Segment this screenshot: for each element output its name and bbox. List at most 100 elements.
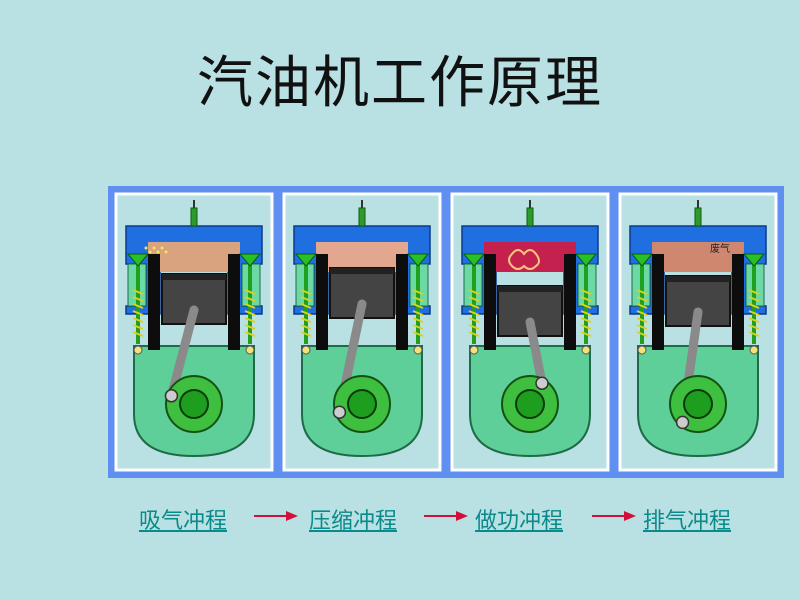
crankshaft — [179, 389, 209, 419]
valve-spring-coil — [244, 324, 256, 330]
stroke-panel: 废气 — [618, 192, 778, 472]
valve-lifter — [301, 345, 311, 355]
valve-spring-coil — [300, 331, 312, 337]
connecting-rod — [166, 305, 199, 401]
valve-lifter — [245, 345, 255, 355]
valve-head — [462, 253, 486, 267]
valve-spring-coil — [580, 331, 592, 337]
spark-plug — [526, 207, 534, 227]
valve-spring-coil — [412, 296, 424, 302]
spark-plug — [694, 207, 702, 227]
valve-spring-coil — [748, 324, 760, 330]
explosion-icon — [508, 249, 540, 270]
valve-spring-coil — [636, 296, 648, 302]
exhaust-gas-label: 废气 — [710, 242, 730, 255]
fuel-droplet — [160, 246, 164, 250]
valve-spring-coil — [468, 310, 480, 316]
valve-spring-coil — [300, 324, 312, 330]
link-compression-stroke[interactable]: 压缩冲程 — [309, 509, 398, 534]
valve-spring-coil — [468, 324, 480, 330]
valve-head — [406, 253, 430, 267]
fuel-droplet — [148, 250, 152, 254]
valve-spring-coil — [412, 317, 424, 323]
valve-lifter — [469, 345, 479, 355]
combustion-chamber — [148, 242, 240, 272]
valve-spring-coil — [244, 303, 256, 309]
valve-spring-coil — [244, 317, 256, 323]
valve-spring-coil — [636, 310, 648, 316]
cylinder-wall-left — [484, 254, 496, 350]
valve-spring-coil — [580, 296, 592, 302]
arrow-right-icon — [254, 511, 298, 521]
valve-spring-coil — [300, 317, 312, 323]
valve-spring-coil — [412, 289, 424, 295]
fuel-droplet — [152, 246, 156, 250]
valve-spring-coil — [580, 317, 592, 323]
valve-spring-coil — [468, 331, 480, 337]
arrow-right-icon — [592, 511, 636, 521]
valve-spring-coil — [580, 324, 592, 330]
valve-spring-coil — [636, 324, 648, 330]
crank-pin — [535, 376, 549, 390]
valve-spring-coil — [132, 289, 144, 295]
stroke-panel — [450, 192, 610, 472]
link-intake-stroke[interactable]: 吸气冲程 — [139, 509, 228, 534]
valve-spring-coil — [244, 289, 256, 295]
valve-spring-coil — [132, 310, 144, 316]
spark-plug — [190, 207, 198, 227]
fuel-droplet — [164, 250, 168, 254]
valve-head — [126, 253, 150, 267]
combustion-chamber — [484, 242, 576, 272]
valve-spring-coil — [412, 324, 424, 330]
cylinder-wall-right — [564, 254, 576, 350]
valve-lifter — [581, 345, 591, 355]
cylinder-wall-left — [652, 254, 664, 350]
valve-spring-coil — [244, 331, 256, 337]
valve-lifter — [637, 345, 647, 355]
valve-spring-coil — [636, 317, 648, 323]
valve-spring-coil — [132, 317, 144, 323]
valve-spring-coil — [132, 331, 144, 337]
fuel-droplet — [156, 250, 160, 254]
valve-spring-coil — [300, 303, 312, 309]
spark-plug — [358, 207, 366, 227]
valve-head — [742, 253, 766, 267]
valve-spring-coil — [132, 303, 144, 309]
crankshaft — [683, 389, 713, 419]
valve-lifter — [133, 345, 143, 355]
valve-spring-coil — [412, 331, 424, 337]
valve-spring-coil — [300, 296, 312, 302]
piston-ring — [666, 276, 730, 282]
connecting-rod — [525, 317, 547, 388]
link-power-stroke[interactable]: 做功冲程 — [475, 509, 564, 534]
crank-pin — [332, 405, 347, 419]
valve-spring-coil — [580, 289, 592, 295]
cylinder-wall-right — [396, 254, 408, 350]
cylinder-wall-right — [228, 254, 240, 350]
valve-lifter — [413, 345, 423, 355]
valve-spring-coil — [636, 303, 648, 309]
stroke-panel — [114, 192, 274, 472]
engine-stroke-panels: 废气 — [114, 192, 778, 472]
valve-spring-coil — [748, 317, 760, 323]
engine-diagram: 废气 — [108, 186, 784, 478]
valve-spring-coil — [132, 324, 144, 330]
crank-pin — [675, 415, 690, 430]
valve-spring-coil — [468, 303, 480, 309]
valve-spring-coil — [468, 289, 480, 295]
valve-spring-coil — [748, 331, 760, 337]
valve-spring-coil — [300, 310, 312, 316]
valve-spring-coil — [468, 317, 480, 323]
fuel-droplet — [144, 246, 148, 250]
valve-spring-coil — [748, 289, 760, 295]
cylinder-wall-right — [732, 254, 744, 350]
valve-spring-coil — [244, 310, 256, 316]
crank-pin — [164, 389, 179, 403]
valve-spring-coil — [748, 310, 760, 316]
valve-spring-coil — [748, 296, 760, 302]
link-exhaust-stroke[interactable]: 排气冲程 — [643, 509, 732, 534]
valve-head — [630, 253, 654, 267]
valve-spring-coil — [580, 310, 592, 316]
crankshaft — [515, 389, 545, 419]
piston-ring — [162, 274, 226, 280]
